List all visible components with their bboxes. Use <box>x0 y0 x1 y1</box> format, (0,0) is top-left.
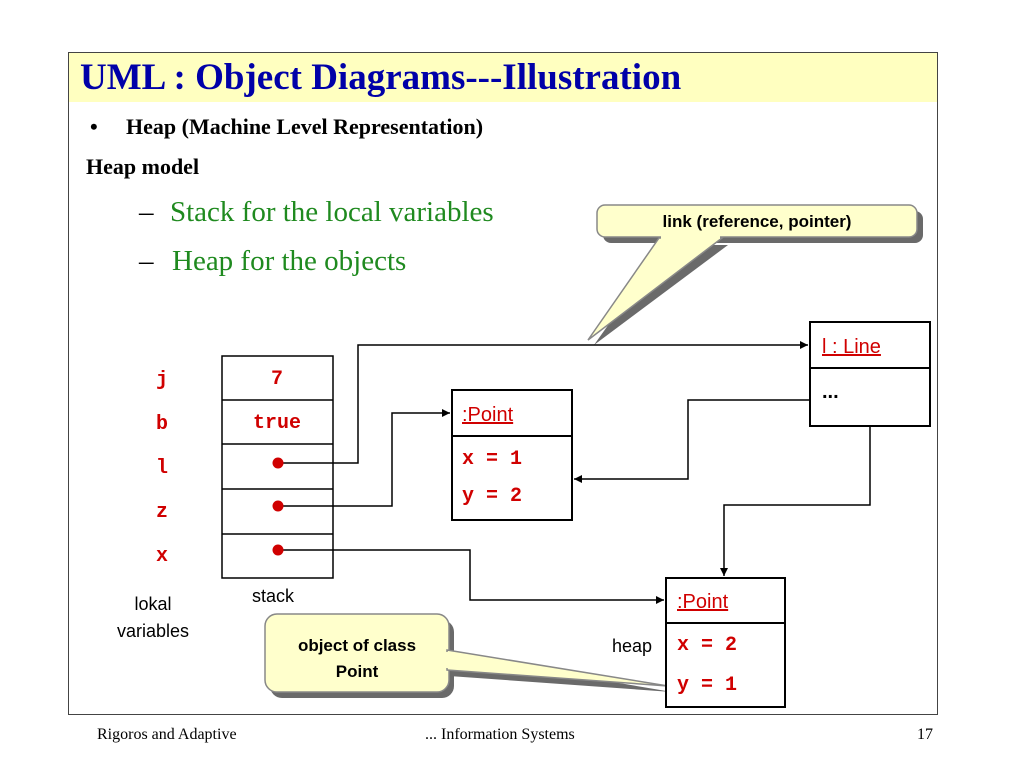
footer-center: ... Information Systems <box>425 726 575 743</box>
point-attr: y = 2 <box>462 485 522 508</box>
link-callout-text: link (reference, pointer) <box>663 212 852 231</box>
footer-left: Rigoros and Adaptive <box>97 726 237 743</box>
reference-dot <box>272 544 284 556</box>
variable-names: j b l z x <box>156 369 168 568</box>
object-callout-line1: object of class <box>298 636 416 655</box>
object-callout: object of class Point <box>264 613 672 698</box>
variable-name: b <box>156 413 168 436</box>
point-object-title: :Point <box>677 591 729 613</box>
reference-dots <box>272 457 284 556</box>
reference-dot <box>272 457 284 469</box>
heap-caption: heap <box>612 636 652 656</box>
reference-arrow-x <box>280 549 664 604</box>
title-bar <box>69 53 937 102</box>
object-callout-line2: Point <box>336 662 379 681</box>
sub-item-heap: Heap for the objects <box>172 245 407 277</box>
point-object-1: :Point x = 1 y = 2 <box>451 389 573 521</box>
reference-arrow-line-to-point2 <box>720 426 871 576</box>
footer-page-number: 17 <box>917 726 933 743</box>
bullet-text: Heap (Machine Level Representation) <box>126 114 484 139</box>
variable-name: x <box>156 545 168 568</box>
reference-arrows <box>280 341 871 604</box>
variable-name: z <box>156 501 168 524</box>
reference-arrow-line-to-point1 <box>574 399 810 483</box>
line-object-body: ... <box>822 381 839 403</box>
vars-caption-line1: lokal <box>134 594 171 614</box>
point-attr: x = 1 <box>462 448 522 471</box>
link-callout: link (reference, pointer) <box>587 204 923 345</box>
point-attr: x = 2 <box>677 634 737 657</box>
stack-value: 7 <box>271 368 283 391</box>
dash-marker: – <box>139 196 154 228</box>
slide-frame <box>68 52 938 715</box>
line-object: l : Line ... <box>809 321 931 427</box>
stack-caption: stack <box>252 586 295 606</box>
subheading: Heap model <box>86 154 200 179</box>
reference-dot <box>272 500 284 512</box>
reference-arrow-l <box>280 341 808 464</box>
variable-name: j <box>156 369 168 392</box>
bullet-dot: • <box>90 114 98 139</box>
point-attr: y = 1 <box>677 674 737 697</box>
point-object-2: :Point x = 2 y = 1 <box>665 577 786 708</box>
stack-value: true <box>253 412 301 435</box>
variable-name: l <box>156 457 168 480</box>
sub-item-stack: Stack for the local variables <box>170 196 494 228</box>
point-object-title: :Point <box>462 404 514 426</box>
line-object-title: l : Line <box>822 336 881 358</box>
vars-caption-line2: variables <box>117 621 189 641</box>
dash-marker: – <box>139 245 154 277</box>
slide-title: UML : Object Diagrams---Illustration <box>80 57 682 98</box>
reference-arrow-z <box>280 409 450 507</box>
